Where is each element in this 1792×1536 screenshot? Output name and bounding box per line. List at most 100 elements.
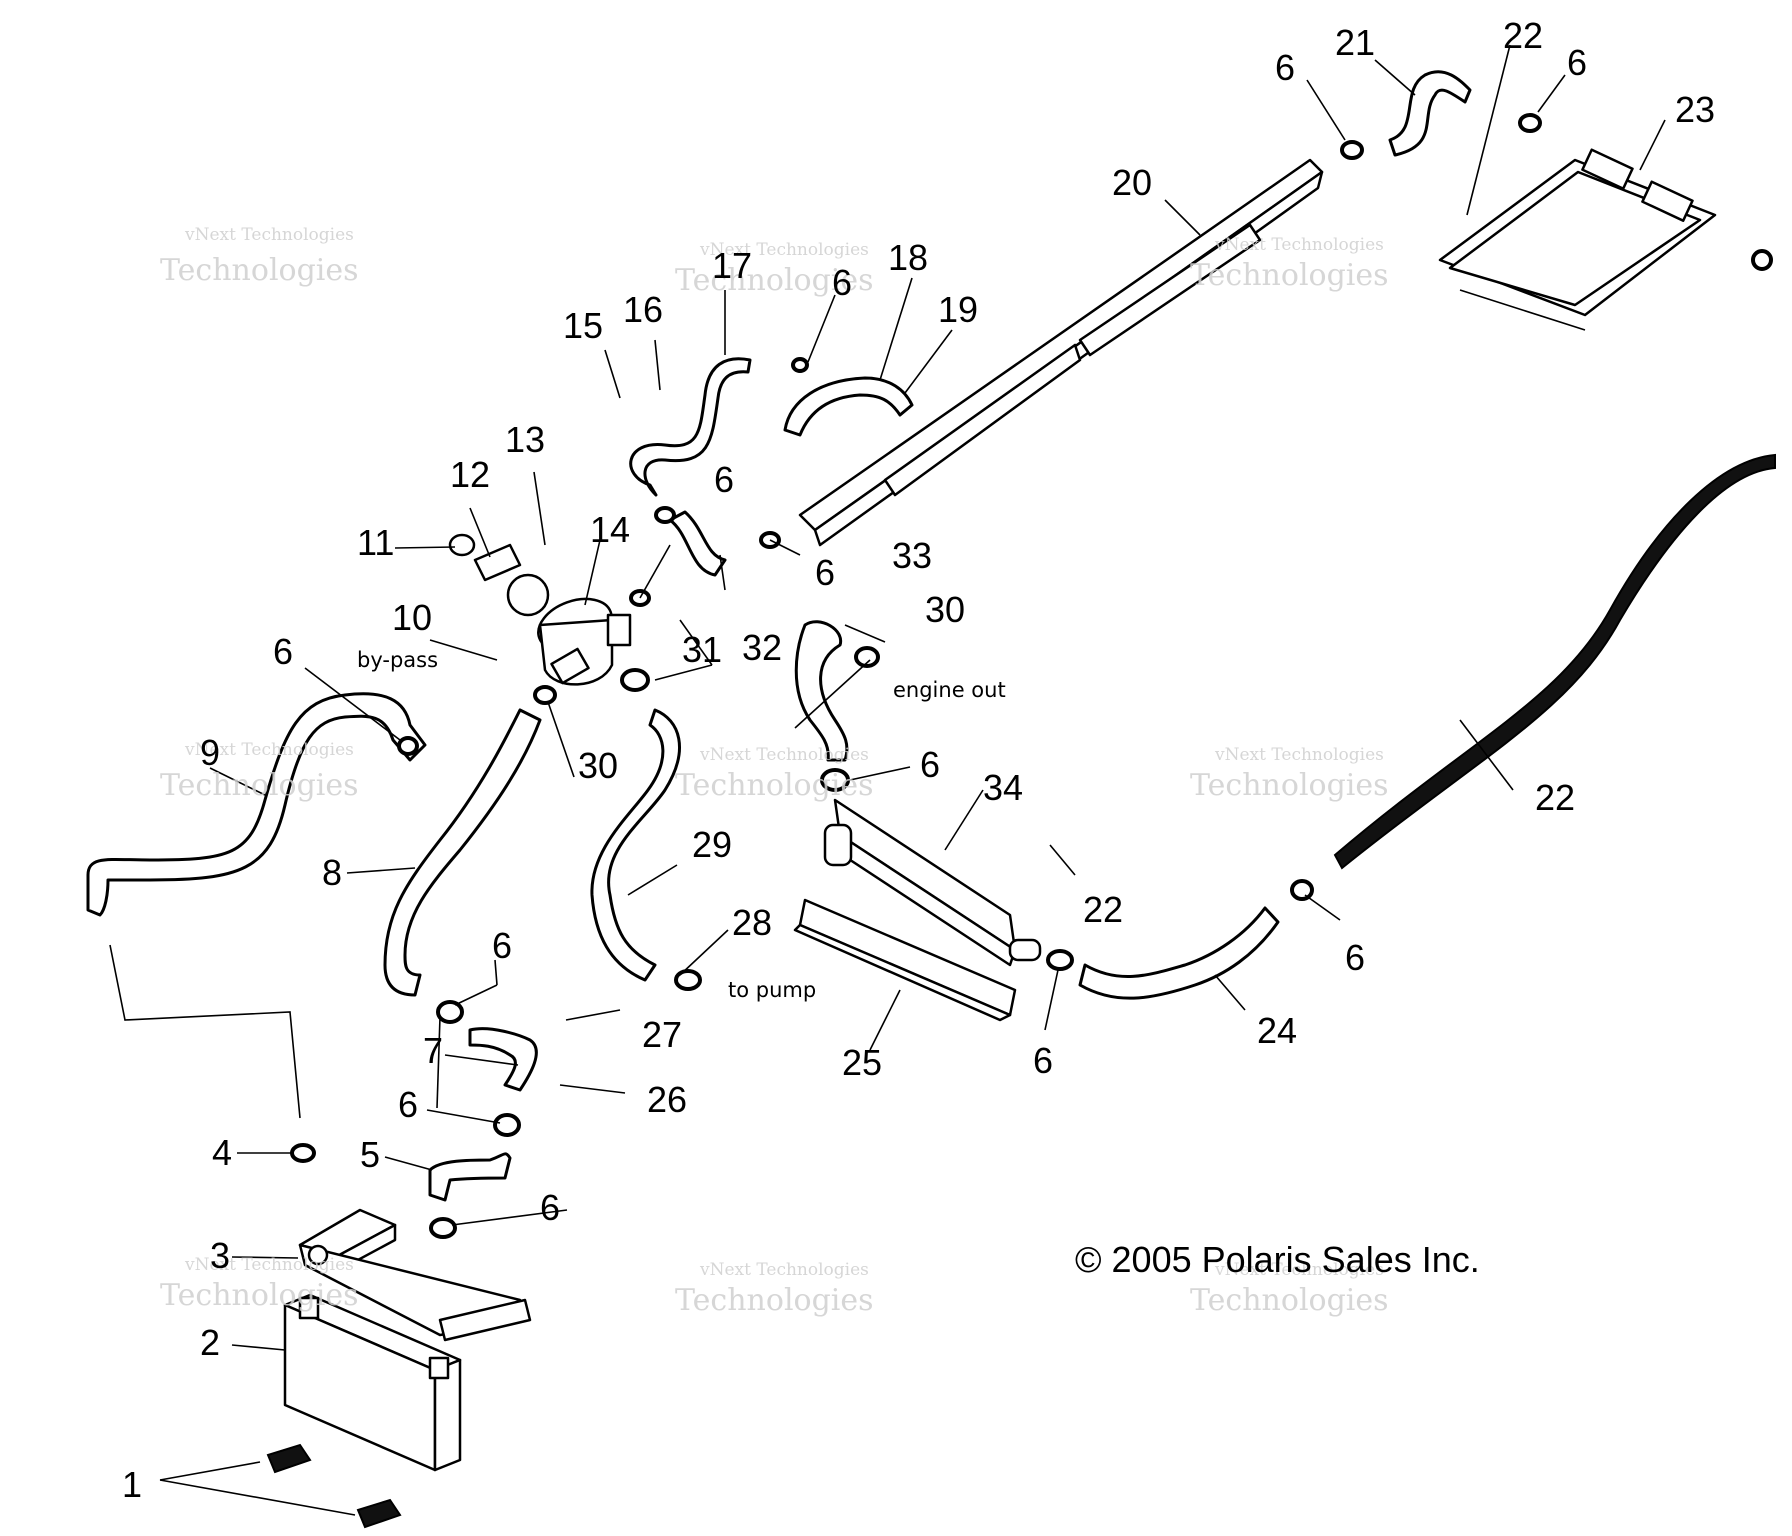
callout-1: 1 [122,1464,142,1505]
watermark: vNext Technologies Technologies [675,1260,874,1318]
svg-text:vNext Technologies: vNext Technologies [184,740,354,760]
callout-2: 2 [200,1322,220,1363]
callout-25: 25 [842,1042,882,1083]
callout-16: 16 [623,289,663,330]
callout-32: 32 [742,627,782,668]
callout-24: 24 [1257,1010,1297,1051]
callout-6: 6 [540,1187,560,1228]
hose-29 [590,708,681,982]
callout-29: 29 [692,824,732,865]
callout-18: 18 [888,237,928,278]
callout-23: 23 [1675,89,1715,130]
watermark: vNext Technologies Technologies [1190,235,1389,293]
note-to-pump: to pump [728,978,816,1002]
callout-3: 3 [210,1235,230,1276]
callout-13: 13 [505,419,545,460]
watermark: vNext Technologies Technologies [1190,1260,1389,1318]
callout-19: 19 [938,289,978,330]
feet-1 [266,1443,402,1529]
svg-text:vNext Technologies: vNext Technologies [699,240,869,260]
reservoir-14 [448,533,632,686]
svg-text:vNext Technologies: vNext Technologies [1214,745,1384,765]
callout-34: 34 [983,767,1023,808]
hose-8 [383,708,542,997]
svg-text:vNext Technologies: vNext Technologies [184,1255,354,1275]
hose-17 [629,357,752,497]
callout-28: 28 [732,902,772,943]
hose-21 [1388,70,1472,157]
callout-6: 6 [273,631,293,672]
watermark: vNext Technologies Technologies [160,1255,359,1313]
hose-9 [86,692,427,917]
hose-5 [428,1152,512,1202]
callout-labels: 1 2 3 4 5 6 6 7 6 8 9 6 10 11 12 13 14 1… [122,15,1715,1505]
callout-6: 6 [832,262,852,303]
callout-22: 22 [1535,777,1575,818]
svg-text:vNext Technologies: vNext Technologies [184,225,354,245]
callout-12: 12 [450,454,490,495]
svg-text:Technologies: Technologies [160,768,359,803]
hose-33 [794,620,849,762]
note-engine-out: engine out [893,678,1006,702]
cooler-34 [823,798,1042,967]
watermark: vNext Technologies Technologies [160,740,359,803]
bracket-3 [298,1208,532,1342]
svg-text:Technologies: Technologies [160,253,359,288]
callout-22: 22 [1503,15,1543,56]
callout-17: 17 [712,245,752,286]
svg-text:Technologies: Technologies [675,768,874,803]
svg-text:Technologies: Technologies [1190,768,1389,803]
long-hose-right [1333,453,1776,870]
callout-22: 22 [1083,889,1123,930]
diagram-parts [86,70,1776,1529]
hose-24 [1078,906,1280,1000]
hose-18-19 [783,376,914,437]
svg-text:vNext Technologies: vNext Technologies [699,745,869,765]
watermark: vNext Technologies Technologies [675,240,874,298]
callout-6: 6 [1033,1040,1053,1081]
callout-5: 5 [360,1134,380,1175]
callout-30: 30 [578,745,618,786]
svg-text:vNext Technologies: vNext Technologies [1214,235,1384,255]
callout-33: 33 [892,535,932,576]
callout-6: 6 [398,1084,418,1125]
callout-14: 14 [590,509,630,550]
callout-10: 10 [392,597,432,638]
watermark: vNext Technologies Technologies [160,225,359,288]
note-bypass: by-pass [357,648,438,672]
svg-text:Technologies: Technologies [1190,258,1389,293]
callout-30: 30 [925,589,965,630]
callout-6: 6 [1567,42,1587,83]
callout-31: 31 [682,629,722,670]
callout-6: 6 [920,744,940,785]
svg-text:Technologies: Technologies [160,1278,359,1313]
callout-6: 6 [714,459,734,500]
callout-6: 6 [492,925,512,966]
callout-6: 6 [1275,47,1295,88]
callout-26: 26 [647,1079,687,1120]
callout-6: 6 [815,552,835,593]
callout-4: 4 [212,1132,232,1173]
cooler-2 [283,1293,462,1472]
hose-32 [668,510,727,577]
callout-20: 20 [1112,162,1152,203]
callout-6: 6 [1345,937,1365,978]
leader-lines [109,44,1666,1516]
clamps [290,113,1773,1239]
svg-text:Technologies: Technologies [1190,1283,1389,1318]
callout-21: 21 [1335,22,1375,63]
watermarks: vNext Technologies Technologies vNext Te… [160,225,1389,1318]
watermark: vNext Technologies Technologies [1190,745,1389,803]
callout-7: 7 [423,1030,443,1071]
heat-exchanger-23 [1438,148,1717,331]
callout-27: 27 [642,1014,682,1055]
callout-9: 9 [200,732,220,773]
callout-15: 15 [563,305,603,346]
svg-text:Technologies: Technologies [675,1283,874,1318]
svg-text:vNext Technologies: vNext Technologies [1214,1260,1384,1280]
svg-text:Technologies: Technologies [675,263,874,298]
svg-text:vNext Technologies: vNext Technologies [699,1260,869,1280]
copyright-notice: © 2005 Polaris Sales Inc. [1075,1239,1480,1280]
